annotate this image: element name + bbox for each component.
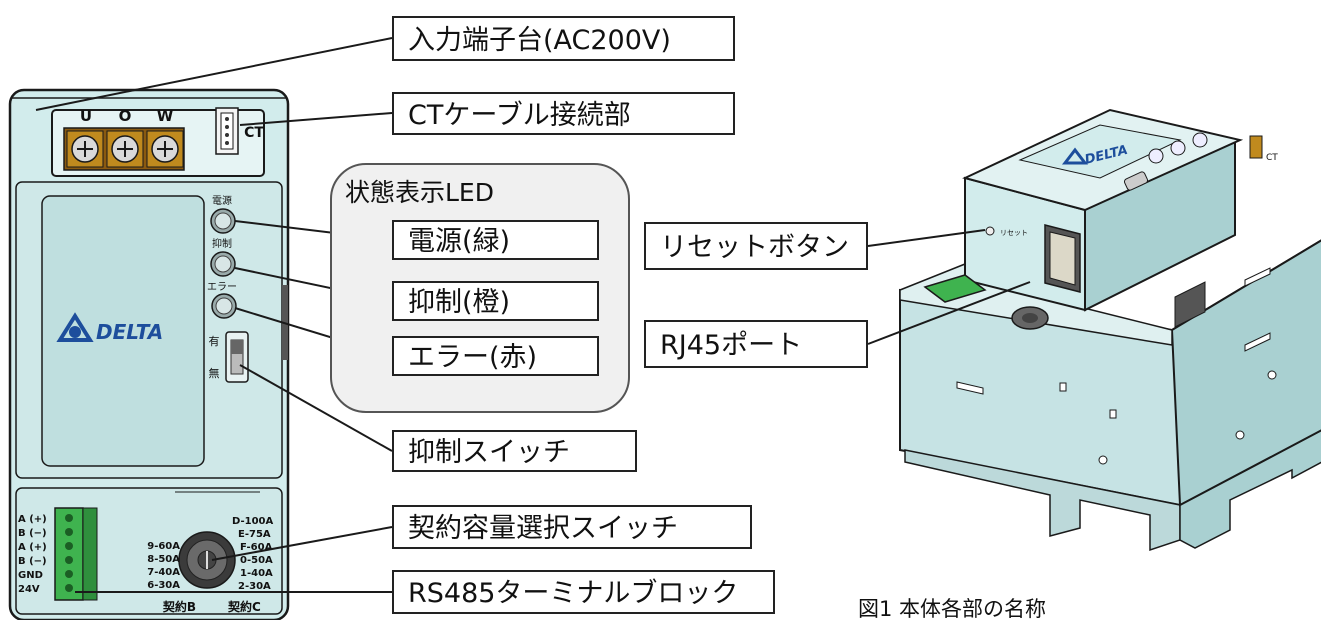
iso-device: DELTA CT リセット [899, 108, 1321, 552]
contract-b-label: 契約B [162, 599, 196, 614]
rating-label: F-60A [240, 542, 273, 553]
led-label-suppress: 抑制 [212, 237, 232, 250]
switch-label-off: 無 [209, 366, 220, 380]
leader-ct-cable [239, 112, 393, 126]
rating-label: 9-60A [147, 541, 180, 552]
led-label-power: 電源 [212, 194, 232, 207]
callout-ct-cable: CTケーブル接続部 [392, 92, 735, 135]
screw-icon [151, 135, 179, 163]
rs485-pin-labels: A (+) B (−) A (+) B (−) GND 24V [18, 514, 47, 595]
pin-label: A (+) [18, 514, 47, 525]
leader-reset [867, 229, 986, 247]
leader-suppress-switch [239, 364, 393, 452]
rating-label: 7-40A [147, 567, 180, 578]
rating-label: 2-30A [238, 581, 271, 592]
suppress-switch[interactable] [225, 331, 249, 383]
terminal-letter-w: W [157, 107, 174, 125]
callout-contract-switch: 契約容量選択スイッチ [392, 505, 752, 549]
pin-label: A (+) [18, 542, 47, 553]
rating-label: 6-30A [147, 580, 180, 591]
power-led [210, 208, 236, 234]
rotary-ratings-left: 9-60A 8-50A 7-40A 6-30A [147, 541, 180, 591]
callout-input-terminal: 入力端子台(AC200V) [392, 16, 735, 61]
figure-caption: 図1 本体各部の名称 [858, 597, 1047, 621]
callout-power-led: 電源(緑) [392, 220, 599, 260]
rs485-terminal-block [54, 507, 98, 601]
error-led [211, 293, 237, 319]
rating-label: 8-50A [147, 554, 180, 565]
reset-button[interactable] [985, 226, 995, 236]
input-terminal-block [63, 127, 185, 171]
rating-label: 1-40A [240, 568, 273, 579]
callout-error-led: エラー(赤) [392, 336, 599, 376]
leader-rj45 [867, 281, 1031, 345]
front-device: U O W [8, 88, 290, 620]
pin-label: B (−) [18, 556, 47, 567]
pin-label: B (−) [18, 528, 47, 539]
rating-label: 0-50A [240, 555, 273, 566]
terminal-letter-o: O [119, 107, 132, 125]
terminal-letter-u: U [80, 107, 92, 125]
status-led-group-title: 状態表示LED [345, 178, 494, 207]
pin-label: GND [18, 570, 43, 581]
callout-suppress-led: 抑制(橙) [392, 281, 599, 321]
delta-logo: DELTA [56, 312, 163, 344]
iso-ct-label: CT [1266, 153, 1278, 163]
rj45-port [1044, 224, 1081, 293]
rotary-ratings-right: D-100A E-75A F-60A 0-50A 1-40A 2-30A [232, 516, 274, 592]
iso-reset-label: リセット [1000, 229, 1028, 237]
logo-text: DELTA [96, 320, 163, 344]
led-label-error: エラー [207, 281, 237, 293]
switch-label-on: 有 [209, 334, 220, 348]
leader-input-terminal [35, 37, 393, 111]
callout-suppress-switch: 抑制スイッチ [392, 430, 637, 472]
ct-connector: CT [215, 107, 264, 155]
leader-contract-switch [211, 526, 393, 561]
contract-c-label: 契約C [227, 599, 261, 614]
callout-reset-button: リセットボタン [644, 222, 868, 270]
rating-label: E-75A [238, 529, 271, 540]
screw-icon [111, 135, 139, 163]
suppress-led [210, 251, 236, 277]
callout-rs485: RS485ターミナルブロック [392, 570, 775, 614]
rating-label: D-100A [232, 516, 274, 527]
contract-rotary-switch[interactable] [178, 531, 236, 589]
callout-rj45-port: RJ45ポート [644, 320, 868, 368]
pin-label: 24V [18, 584, 40, 595]
ct-connector-label: CT [244, 125, 264, 141]
screw-icon [71, 135, 99, 163]
